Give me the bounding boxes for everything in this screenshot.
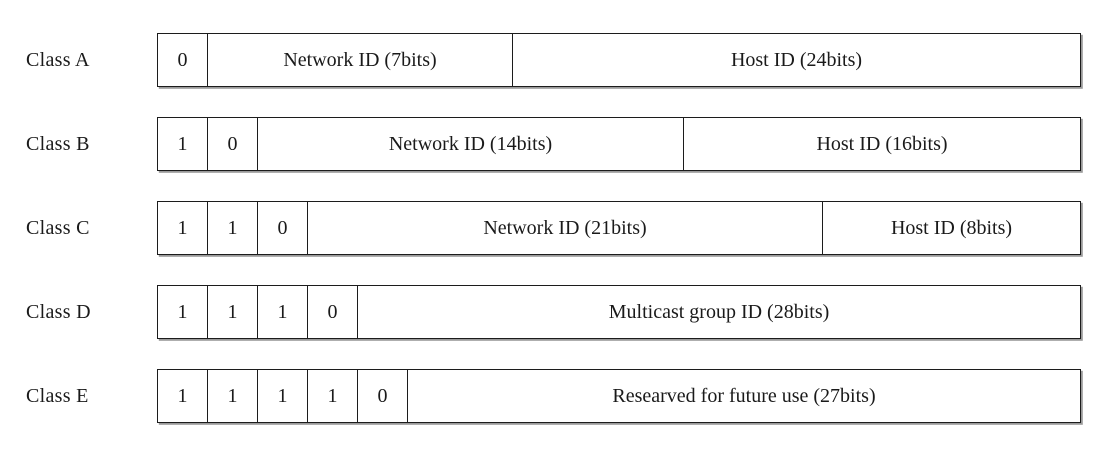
class-c-row: Class C 1 1 0 Network ID (21bits) Host I… xyxy=(0,201,1115,255)
class-b-bits-box: 1 0 Network ID (14bits) Host ID (16bits) xyxy=(157,117,1081,171)
class-e-row: Class E 1 1 1 1 0 Researved for future u… xyxy=(0,369,1115,423)
bit-cell: 0 xyxy=(258,202,308,254)
host-id-field: Host ID (24bits) xyxy=(730,48,863,71)
host-id-field: Host ID (16bits) xyxy=(816,132,948,155)
class-b-row: Class B 1 0 Network ID (14bits) Host ID … xyxy=(0,117,1115,171)
class-c-label: Class C xyxy=(26,216,90,239)
bit-cell: 1 xyxy=(208,286,258,338)
bit-cell: 1 xyxy=(208,370,258,422)
bit-cell: 1 xyxy=(308,370,358,422)
class-c-bits-box: 1 1 0 Network ID (21bits) Host ID (8bits… xyxy=(157,201,1081,255)
bit-cell: 0 xyxy=(308,286,358,338)
bit-cell: 1 xyxy=(158,202,208,254)
host-id-field: Host ID (8bits) xyxy=(890,216,1013,239)
bit-cell: 0 xyxy=(358,370,408,422)
class-d-row: Class D 1 1 1 0 Multicast group ID (28bi… xyxy=(0,285,1115,339)
network-id-field: Network ID (7bits) xyxy=(208,34,513,86)
class-d-label: Class D xyxy=(26,300,91,323)
bit-cell: 1 xyxy=(258,370,308,422)
bit-cell: 0 xyxy=(208,118,258,170)
class-a-label: Class A xyxy=(26,48,90,71)
ip-address-class-diagram: Class A 0 Network ID (7bits) Host ID (24… xyxy=(0,33,1115,423)
class-e-label: Class E xyxy=(26,384,89,407)
class-a-bits-box: 0 Network ID (7bits) Host ID (24bits) xyxy=(157,33,1081,87)
network-id-field: Network ID (14bits) xyxy=(258,118,684,170)
bit-cell: 1 xyxy=(158,286,208,338)
bit-cell: 1 xyxy=(158,370,208,422)
class-a-row: Class A 0 Network ID (7bits) Host ID (24… xyxy=(0,33,1115,87)
multicast-group-id-field: Multicast group ID (28bits) xyxy=(608,300,830,323)
reserved-for-future-use-field: Researved for future use (27bits) xyxy=(612,384,876,407)
bit-cell: 1 xyxy=(158,118,208,170)
class-d-bits-box: 1 1 1 0 Multicast group ID (28bits) xyxy=(157,285,1081,339)
class-e-bits-box: 1 1 1 1 0 Researved for future use (27bi… xyxy=(157,369,1081,423)
network-id-field: Network ID (21bits) xyxy=(308,202,823,254)
bit-cell: 1 xyxy=(208,202,258,254)
class-b-label: Class B xyxy=(26,132,90,155)
bit-cell: 1 xyxy=(258,286,308,338)
bit-cell: 0 xyxy=(158,34,208,86)
